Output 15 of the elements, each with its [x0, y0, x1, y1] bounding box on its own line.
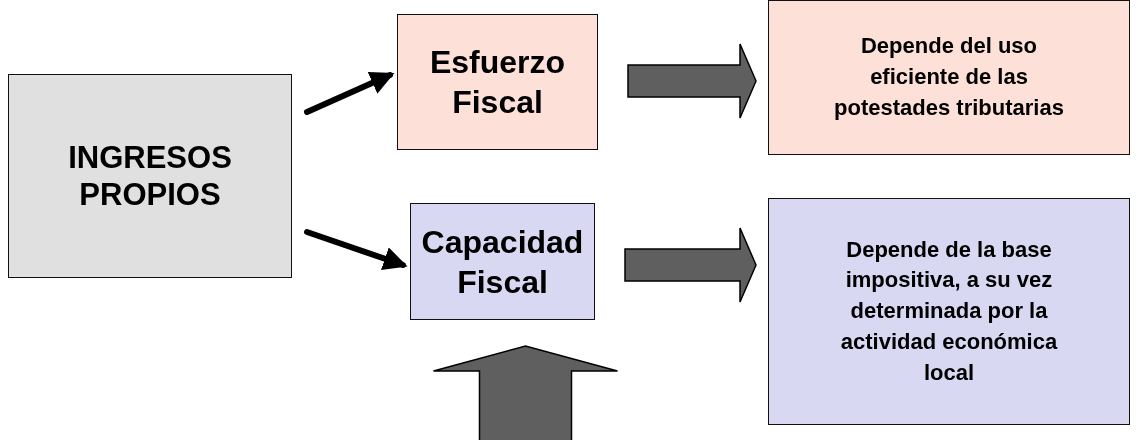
block-arrow — [624, 227, 757, 303]
block-arrow — [627, 43, 757, 119]
box-text: Esfuerzo Fiscal — [428, 43, 567, 122]
text-box — [8, 74, 292, 278]
text-box — [410, 203, 595, 320]
box-text: Capacidad Fiscal — [420, 222, 585, 302]
arrow — [304, 229, 408, 271]
block-arrow — [432, 345, 619, 440]
text-box — [397, 14, 598, 150]
arrow — [304, 71, 395, 115]
box-text: INGRESOS PROPIOS — [67, 138, 233, 214]
box-text: Depende del uso eficiente de las potestades tributarias — [833, 32, 1065, 122]
text-box — [768, 198, 1130, 425]
text-box — [768, 0, 1130, 155]
box-text: Depende de la base impositiva, a su vez determinada por la actividad económica local — [839, 235, 1059, 387]
